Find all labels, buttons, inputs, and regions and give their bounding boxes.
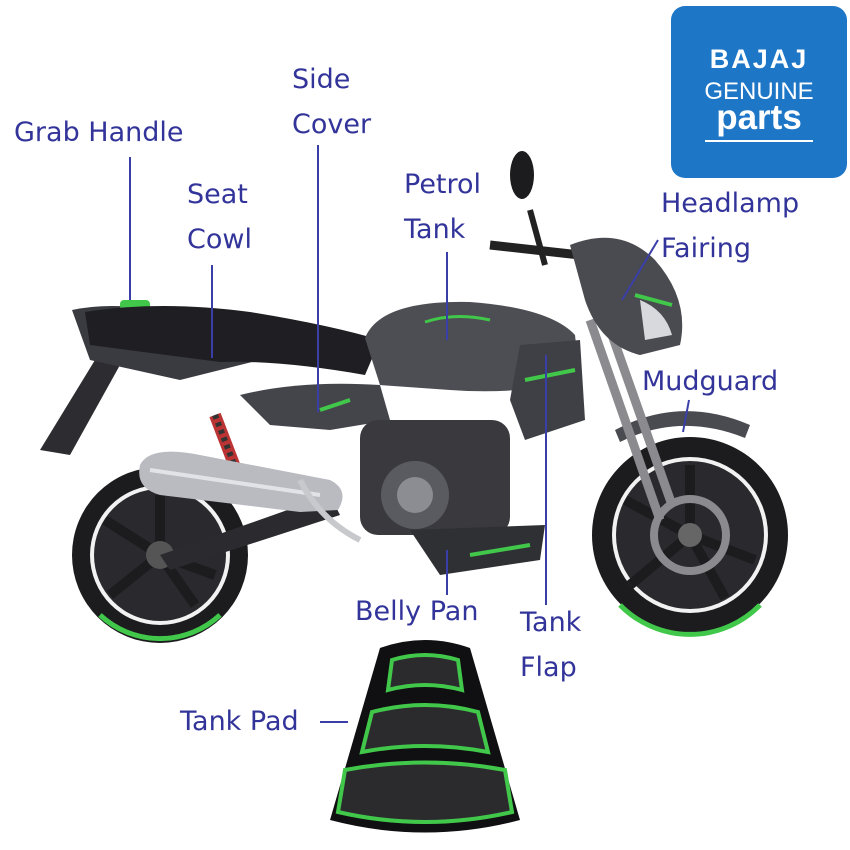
- logo-line1: GENUINE: [704, 78, 814, 105]
- label-belly-pan: Belly Pan: [355, 589, 478, 634]
- label-petrol-tank-line2: Tank: [404, 214, 466, 245]
- bajaj-genuine-parts-logo: BAJAJ GENUINE parts: [671, 6, 847, 178]
- label-belly-pan-text: Belly Pan: [355, 596, 479, 627]
- front-mudguard-shape: [615, 411, 750, 442]
- front-fork: [585, 313, 677, 522]
- mudguard-leader: [682, 399, 690, 433]
- rear-fender: [40, 360, 120, 455]
- label-seat-cowl: Seat Cowl: [187, 172, 252, 262]
- tank-flap-shape: [510, 340, 585, 440]
- label-grab-handle-text: Grab Handle: [14, 117, 184, 148]
- engine: [297, 420, 510, 543]
- label-tank-flap-line2: Flap: [520, 652, 577, 683]
- label-grab-handle: Grab Handle: [14, 110, 184, 155]
- label-tank-pad: Tank Pad: [180, 699, 299, 744]
- headlamp-fairing-leader: [621, 239, 659, 301]
- label-petrol-tank-line1: Petrol: [404, 169, 482, 200]
- seat: [85, 306, 380, 375]
- label-side-cover-line2: Cover: [292, 109, 372, 140]
- tank-pad-illustration: [330, 640, 520, 833]
- label-headlamp-fairing: Headlamp Fairing: [661, 181, 799, 271]
- logo-underline: [705, 140, 813, 142]
- handlebar-mirror: [489, 151, 581, 266]
- label-tank-flap: Tank Flap: [520, 600, 581, 690]
- rear-wheel: [72, 467, 248, 643]
- logo-brand: BAJAJ: [709, 44, 809, 74]
- label-headlamp-fairing-line1: Headlamp: [661, 188, 800, 219]
- label-mudguard: Mudguard: [642, 359, 778, 404]
- label-tank-flap-line1: Tank: [520, 607, 582, 638]
- label-side-cover-line1: Side: [292, 64, 351, 95]
- leader-lines: [129, 145, 690, 723]
- swingarm: [160, 495, 340, 570]
- label-seat-cowl-line1: Seat: [187, 179, 248, 210]
- label-mudguard-text: Mudguard: [642, 366, 779, 397]
- label-headlamp-fairing-line2: Fairing: [661, 233, 751, 264]
- belly-pan-shape: [410, 525, 545, 575]
- front-wheel: [592, 437, 788, 637]
- label-seat-cowl-line2: Cowl: [187, 224, 252, 255]
- label-tank-pad-text: Tank Pad: [180, 706, 299, 737]
- label-side-cover: Side Cover: [292, 57, 371, 147]
- label-petrol-tank: Petrol Tank: [404, 162, 481, 252]
- side-cover-shape: [240, 383, 390, 430]
- logo-line2: parts: [716, 98, 802, 137]
